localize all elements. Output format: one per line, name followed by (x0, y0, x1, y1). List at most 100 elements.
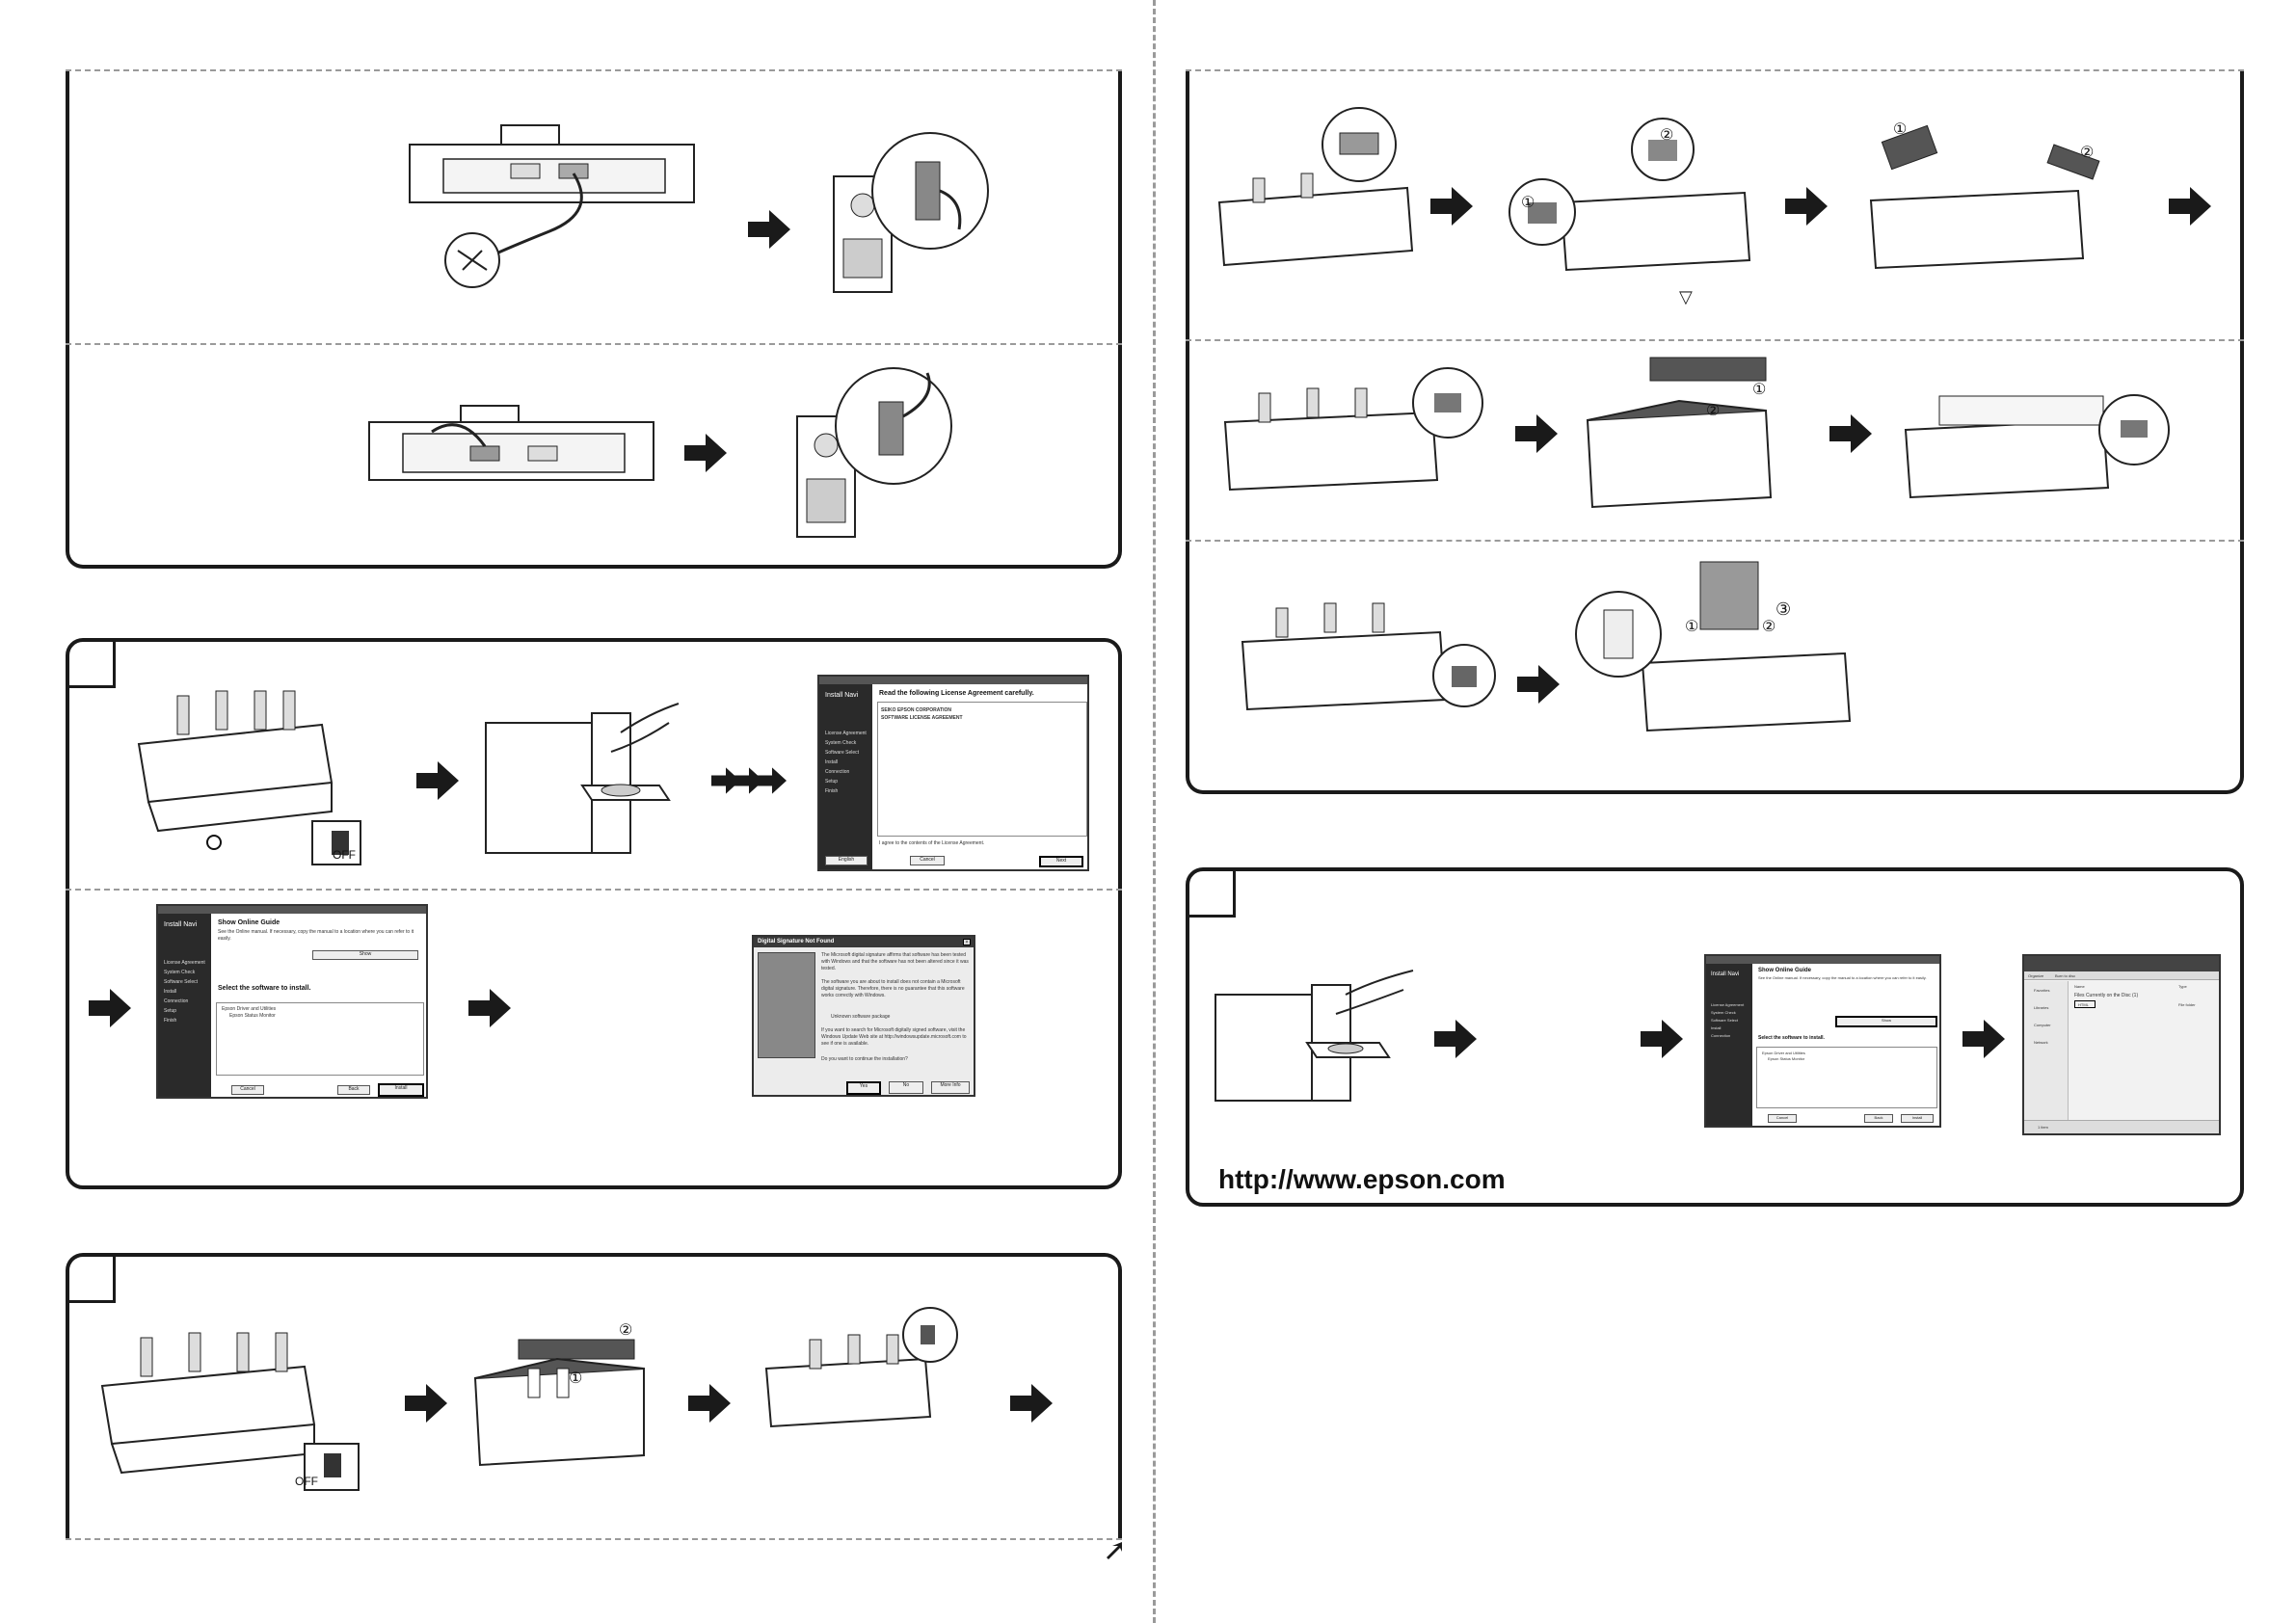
brand-label: Install Navi (164, 921, 198, 928)
sidebar-item: Install (1711, 1025, 1722, 1030)
nav-item[interactable]: Computer (2034, 1023, 2051, 1027)
step-arrow-icon (1517, 665, 1560, 704)
tree-root-item[interactable]: Epson Driver and Utilities (1762, 1051, 1805, 1055)
printer-power-off-illustration (93, 1328, 366, 1496)
step-arrow-icon (1430, 187, 1473, 226)
printer-rear-parallel-illustration (405, 116, 700, 289)
attach-cover-illustration (1583, 353, 1787, 513)
cancel-button[interactable]: Cancel (231, 1085, 264, 1095)
printer-sprocket-lock-illustration (1866, 114, 2122, 279)
explorer-address-bar (2024, 956, 2219, 971)
explorer-status-bar (2024, 1120, 2219, 1133)
step-number-label: ① (1752, 382, 1767, 398)
sidebar-item: Software Select (825, 750, 860, 756)
organize-button[interactable]: Organize (2028, 973, 2044, 978)
no-button[interactable]: No (889, 1081, 923, 1094)
language-select[interactable]: English (825, 856, 868, 865)
sidebar-item: Install (164, 989, 177, 995)
software-tree[interactable] (1756, 1047, 1937, 1108)
printer-power-off-illustration (129, 686, 366, 871)
software-tree[interactable] (216, 1002, 424, 1076)
column-header-type[interactable]: Type (2178, 984, 2187, 989)
dialog-title: Digital Signature Not Found (758, 939, 835, 945)
dialog-package: Unknown software package (831, 1014, 891, 1020)
license-agreement-title: SOFTWARE LICENSE AGREEMENT (881, 715, 963, 721)
step-arrow-icon (1515, 414, 1558, 453)
printer-tension-unit-illustration (1215, 106, 1425, 276)
dialog-body-1: The Microsoft digital signature affirms … (821, 952, 969, 971)
close-icon[interactable]: × (963, 939, 971, 945)
nav-item[interactable]: Network (2034, 1040, 2048, 1045)
file-group-header: Files Currently on the Disc (1) (2074, 993, 2139, 998)
back-button[interactable]: Back (337, 1085, 370, 1095)
sidebar-item: System Check (1711, 1010, 1736, 1015)
tree-child-item[interactable]: Epson Status Monitor (229, 1013, 276, 1019)
sidebar-item: Setup (825, 779, 839, 785)
cancel-button[interactable]: Cancel (910, 856, 945, 865)
online-guide-desc: See the Online manual. If necessary, cop… (1758, 975, 1927, 980)
online-guide-window: Install Navi License Agreement System Ch… (156, 904, 428, 1099)
license-footer-check[interactable]: I agree to the contents of the License A… (879, 840, 985, 846)
printer-sprocket-illustration (1504, 116, 1758, 281)
load-single-sheet-illustration (1575, 557, 1855, 740)
epson-website-url[interactable]: http://www.epson.com (1218, 1164, 1506, 1194)
install-button[interactable]: Install (1901, 1114, 1934, 1123)
printer-release-lever-illustration (1238, 594, 1498, 738)
window-titlebar (819, 677, 1087, 684)
sidebar-item: Connection (1711, 1033, 1731, 1038)
show-button[interactable]: Show (312, 950, 418, 960)
step-number-tab (1188, 869, 1236, 918)
step-arrow-icon (1434, 1020, 1477, 1058)
show-button[interactable]: Show (1835, 1016, 1937, 1027)
brand-label: Install Navi (825, 692, 859, 699)
dialog-body-3: If you want to search for Microsoft digi… (821, 1027, 967, 1047)
file-item-html[interactable] (2074, 1000, 2096, 1008)
brand-label: Install Navi (1711, 971, 1740, 977)
sidebar-item: Connection (164, 998, 189, 1004)
cancel-button[interactable]: Cancel (1768, 1114, 1797, 1123)
status-text: 1 item (2038, 1125, 2048, 1130)
back-button[interactable]: Back (1864, 1114, 1893, 1123)
burn-button[interactable]: Burn to disc (2055, 973, 2076, 978)
window-titlebar (158, 906, 426, 914)
tree-root-item[interactable]: Epson Driver and Utilities (222, 1006, 277, 1012)
nav-item[interactable]: Favorites (2034, 988, 2050, 993)
sidebar-item: Software Select (1711, 1018, 1739, 1023)
step-arrow-icon (416, 761, 459, 800)
step-number-label: ② (619, 1322, 633, 1339)
tree-child-item[interactable]: Epson Status Monitor (1768, 1056, 1805, 1061)
continue-arrow-icon (1105, 1540, 1126, 1561)
column-header-name[interactable]: Name (2074, 984, 2085, 989)
yes-button[interactable]: Yes (846, 1081, 881, 1095)
next-button[interactable]: Next (1039, 856, 1083, 867)
step-arrow-icon (758, 761, 787, 800)
step-arrow-icon (711, 761, 740, 800)
license-company: SEIKO EPSON CORPORATION (881, 707, 951, 713)
install-button[interactable]: Install (378, 1083, 424, 1097)
file-type: File folder (2178, 1002, 2196, 1007)
power-off-label: OFF (295, 1475, 318, 1488)
sidebar-item: Finish (164, 1018, 177, 1024)
step-arrow-icon (748, 210, 790, 249)
file-name: HTML (2078, 1002, 2089, 1007)
computer-parallel-illustration (819, 123, 993, 297)
printer-rear-usb-illustration (364, 403, 659, 499)
sidebar-item: License Agreement (164, 960, 205, 966)
panel-top-dash (66, 69, 1122, 71)
step-arrow-icon (1785, 187, 1828, 226)
step-arrow-icon (684, 434, 727, 472)
dialog-body-2: The software you are about to install do… (821, 979, 965, 998)
dialog-question: Do you want to continue the installation… (821, 1056, 908, 1062)
license-text-box[interactable] (877, 702, 1087, 837)
more-info-button[interactable]: More Info (931, 1081, 970, 1094)
select-software-heading: Select the software to install. (1758, 1035, 1825, 1041)
sidebar-item: License Agreement (825, 731, 867, 736)
sidebar-item: System Check (164, 970, 196, 975)
step-arrow-icon (1641, 1020, 1683, 1058)
sidebar-item: Install (825, 759, 839, 765)
power-off-label: OFF (333, 848, 356, 862)
online-guide-heading: Show Online Guide (218, 919, 280, 926)
step-arrow-icon (1829, 414, 1872, 453)
computer-usb-illustration (783, 359, 956, 542)
nav-item[interactable]: Libraries (2034, 1005, 2049, 1010)
